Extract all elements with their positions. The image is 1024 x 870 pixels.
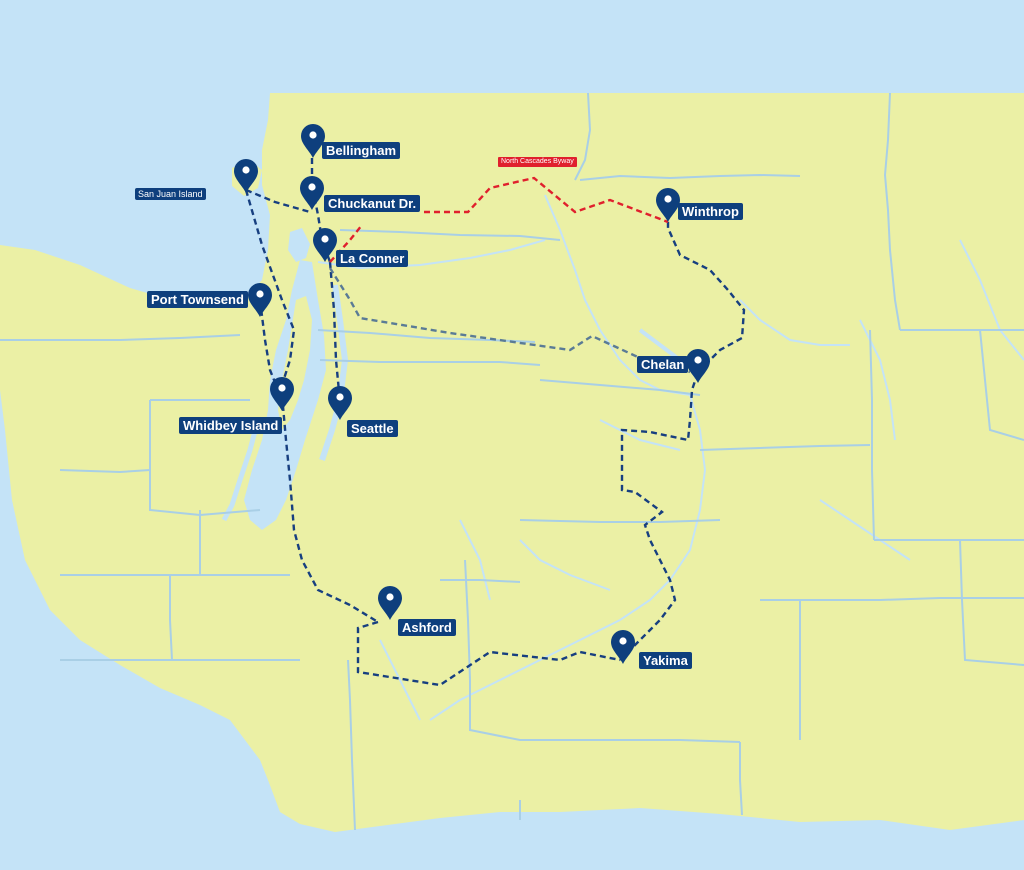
county-borders xyxy=(0,92,1024,831)
map-pin-icon[interactable] xyxy=(248,283,272,317)
label-chuckanut-dr[interactable]: Chuckanut Dr. xyxy=(324,195,421,212)
label-whidbey-island[interactable]: Whidbey Island xyxy=(179,417,283,434)
rivers xyxy=(317,194,1024,721)
map-pins xyxy=(234,124,710,664)
label-port-townsend[interactable]: Port Townsend xyxy=(147,291,248,308)
map-pin-icon[interactable] xyxy=(656,188,680,222)
land-mass xyxy=(0,93,1024,832)
hood-canal xyxy=(221,419,261,522)
byway-route xyxy=(329,176,669,263)
label-la-conner[interactable]: La Conner xyxy=(336,250,409,267)
label-yakima[interactable]: Yakima xyxy=(639,652,692,669)
main-route xyxy=(244,148,746,687)
map-pin-icon[interactable] xyxy=(300,176,324,210)
label-ashford[interactable]: Ashford xyxy=(398,619,456,636)
label-chelan[interactable]: Chelan xyxy=(637,356,689,373)
label-san-juan-island[interactable]: San Juan Island xyxy=(135,188,206,200)
map-pin-icon[interactable] xyxy=(234,159,258,193)
map-pin-icon[interactable] xyxy=(611,630,635,664)
map-pin-icon[interactable] xyxy=(378,586,402,620)
map-pin-icon[interactable] xyxy=(328,386,352,420)
label-seattle[interactable]: Seattle xyxy=(347,420,398,437)
label-north-cascades-byway: North Cascades Byway xyxy=(498,157,577,167)
map-pin-icon[interactable] xyxy=(313,228,337,262)
map-pin-icon[interactable] xyxy=(270,377,294,411)
map-pin-icon[interactable] xyxy=(301,124,325,158)
whidbey-channel xyxy=(319,284,349,461)
label-bellingham[interactable]: Bellingham xyxy=(322,142,401,159)
connector-route xyxy=(328,267,691,374)
map-pin-icon[interactable] xyxy=(686,349,710,383)
skagit-bay xyxy=(288,228,310,262)
label-winthrop[interactable]: Winthrop xyxy=(678,203,743,220)
